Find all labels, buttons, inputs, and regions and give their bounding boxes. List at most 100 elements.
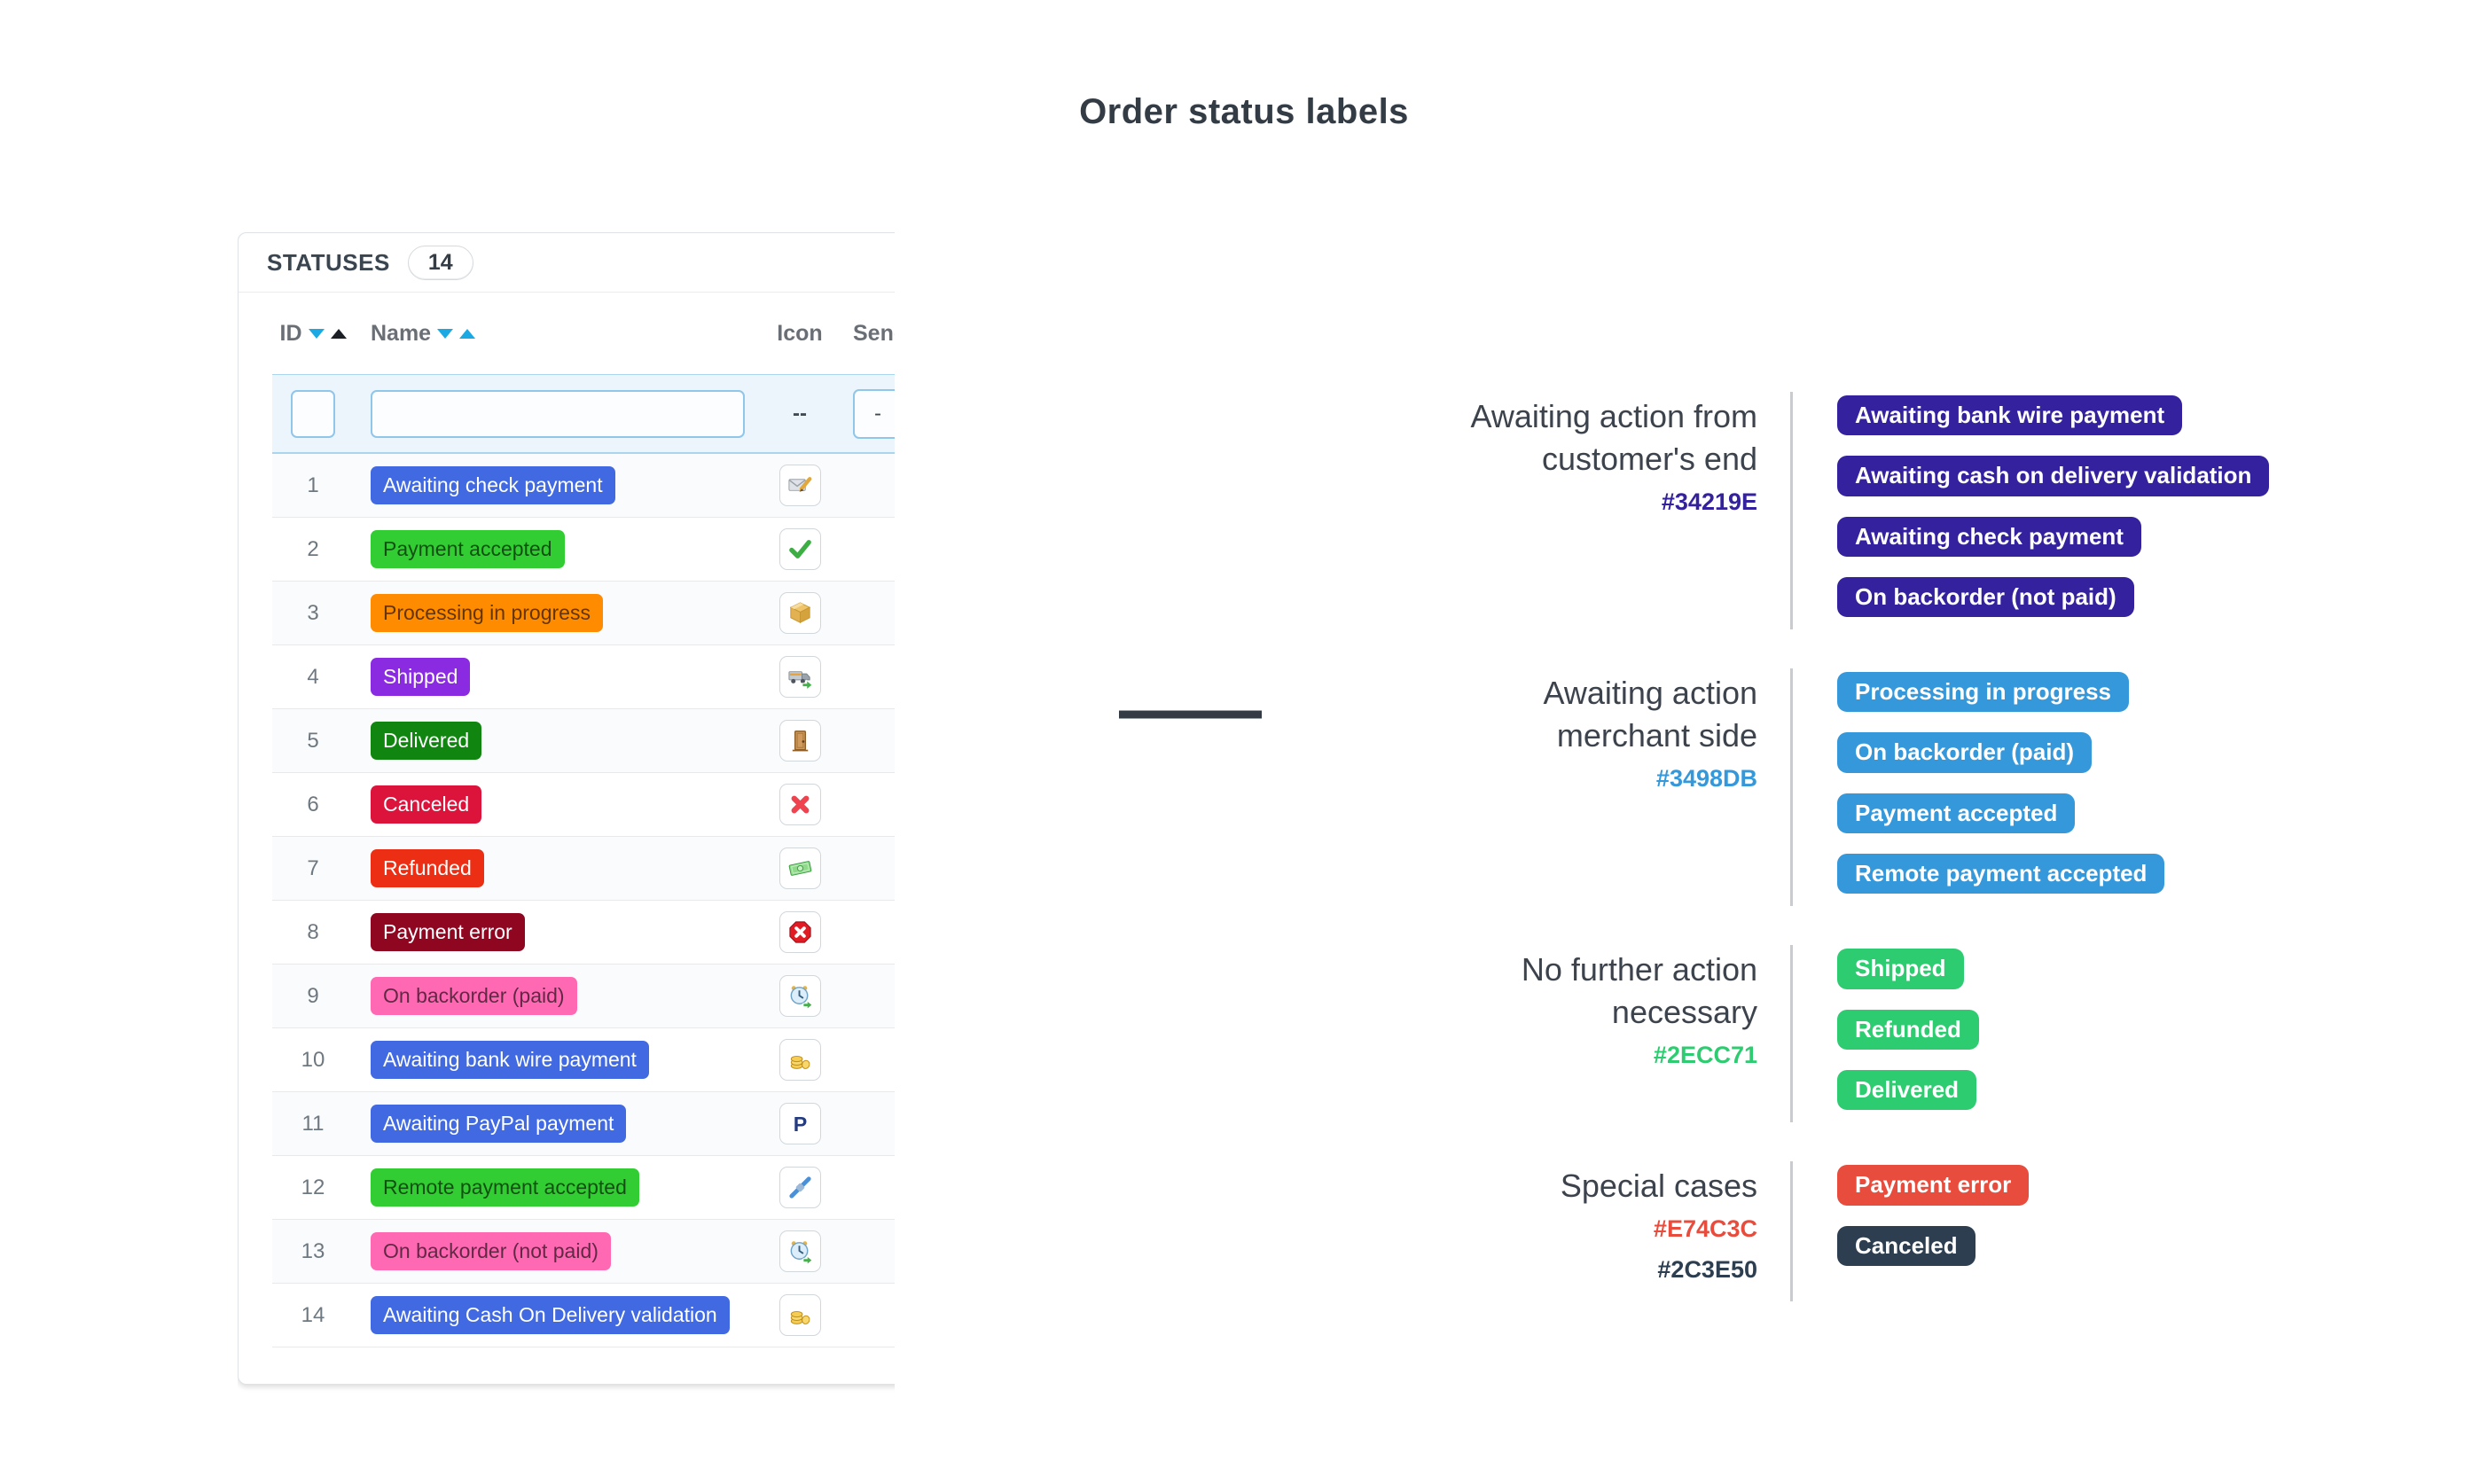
filter-send-value: - [874,401,881,426]
status-label-badge: Payment accepted [1837,793,2076,834]
column-label-id: ID [279,320,302,346]
status-label-badge: Remote payment accepted [1837,854,2165,894]
group-divider [1790,668,1793,907]
status-id: 1 [307,473,319,497]
panel-header: STATUSES 14 [239,233,895,293]
stop-error-icon [778,911,821,953]
group-heading-line: Awaiting action [1543,675,1758,712]
group-heading: No further action necessary #2ECC71 [1365,949,1790,1110]
group-divider [1790,945,1793,1123]
status-id: 11 [301,1111,325,1136]
page-title: Order status labels [1079,92,1409,131]
status-badge: Delivered [371,722,482,760]
group-heading: Special cases#E74C3C#2C3E50 [1365,1165,1790,1289]
table-row: 11 Awaiting PayPal payment [272,1092,895,1156]
status-id: 13 [301,1238,325,1263]
sort-desc-icon[interactable] [437,328,454,339]
status-label-badge: On backorder (paid) [1837,732,2093,773]
statuses-table-card: STATUSES 14 ID Name [238,232,895,1385]
status-id: 3 [307,600,319,625]
coins-icon [778,1039,821,1081]
status-id: 9 [307,983,319,1008]
paypal-icon [778,1103,821,1144]
column-label-name: Name [371,320,432,346]
status-badge: Shipped [371,658,471,696]
status-label-badge: Awaiting bank wire payment [1837,395,2183,436]
table-row: 14 Awaiting Cash On Delivery validation [272,1284,895,1347]
status-badge: On backorder (not paid) [371,1232,611,1270]
status-badge: Awaiting check payment [371,466,615,504]
statuses-count-badge: 14 [407,245,473,280]
status-label-badge: Canceled [1837,1225,1976,1266]
status-label-badge: On backorder (not paid) [1837,576,2134,618]
group-heading-line: Awaiting action from [1470,398,1758,434]
table-row: 12 Remote payment accepted [272,1156,895,1220]
coins-icon [778,1294,821,1336]
sort-asc-icon[interactable] [459,328,476,339]
table-row: 5 Delivered [272,709,895,773]
status-id: 7 [307,855,319,880]
group-heading-line: No further action [1521,951,1757,988]
column-header-id[interactable]: ID [280,321,347,347]
hex-color-label: #34219E [1661,488,1757,515]
filter-row: -- - [272,374,895,454]
status-id: 2 [307,536,319,561]
column-header-send: Send [853,320,895,346]
legend-group: No further action necessary #2ECC71 Shipped… [1365,945,2483,1123]
table-header-row: ID Name Icon [272,293,896,374]
table-row: 10 Awaiting bank wire payment [272,1028,895,1092]
group-heading-line: customer's end [1542,441,1757,477]
cross-icon [778,784,821,825]
panel-title: STATUSES [267,248,390,276]
column-header-name[interactable]: Name [371,321,757,347]
status-badge: Remote payment accepted [371,1168,639,1207]
status-id: 14 [301,1302,325,1327]
status-badge: Canceled [371,785,482,824]
filter-icon-placeholder: -- [793,401,807,426]
statuses-table: ID Name Icon [272,293,895,1347]
status-badge: Awaiting Cash On Delivery validation [371,1296,730,1334]
table-row: 9 On backorder (paid) [272,965,895,1028]
clock-arrow-icon [778,1230,821,1272]
group-heading-line: Special cases [1560,1168,1757,1205]
envelope-edit-icon [778,465,821,506]
status-badge: Refunded [371,849,484,887]
filter-id-input[interactable] [291,389,335,438]
status-id: 5 [307,728,319,753]
plug-icon [778,1167,821,1208]
status-badge: Awaiting PayPal payment [371,1105,627,1143]
status-badge: Awaiting bank wire payment [371,1041,649,1079]
table-row: 13 On backorder (not paid) [272,1220,895,1284]
status-legend: Awaiting action from customer's end #34219… [1365,392,2483,1344]
group-badges: Processing in progress On backorder (paid… [1793,672,2165,894]
status-label-badge: Awaiting check payment [1837,516,2141,557]
status-label-badge: Processing in progress [1837,672,2129,713]
status-id: 12 [301,1175,325,1199]
check-icon [778,528,821,570]
statuses-panel: STATUSES 14 ID Name [238,232,895,1401]
sort-desc-icon[interactable] [308,328,325,339]
sort-asc-icon[interactable] [330,328,347,339]
legend-group: Awaiting action from customer's end #34219… [1365,392,2483,630]
status-id: 10 [301,1047,325,1072]
status-badge: On backorder (paid) [371,977,577,1015]
group-heading-line: necessary [1611,994,1757,1031]
status-badge: Payment error [371,913,525,951]
hex-color-label: #E74C3C [1653,1215,1757,1243]
filter-send-select[interactable]: - [853,388,895,439]
status-label-badge: Delivered [1837,1069,1977,1111]
hex-color-label: #2ECC71 [1653,1042,1757,1069]
status-label-badge: Payment error [1837,1165,2030,1206]
separator-line [1119,710,1262,719]
hex-color-label: #3498DB [1655,765,1757,793]
banknote-icon [778,847,821,889]
filter-name-input[interactable] [371,389,745,438]
